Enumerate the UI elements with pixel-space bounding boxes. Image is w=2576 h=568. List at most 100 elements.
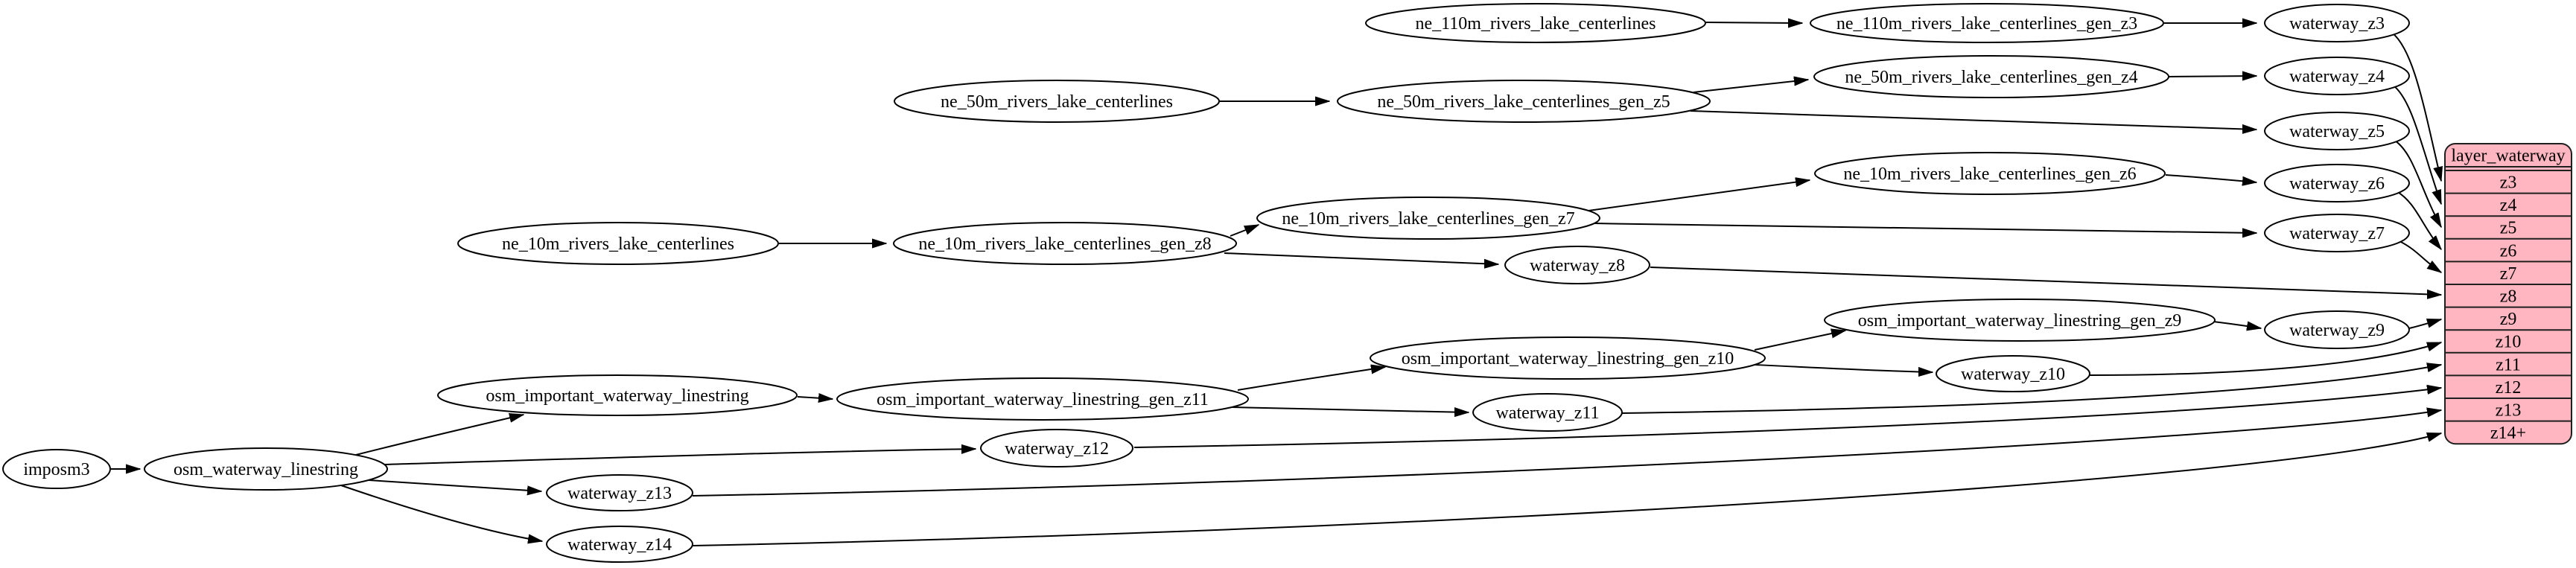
node-label: osm_important_waterway_linestring_gen_z1… [1402,349,1734,368]
node-label: ne_50m_rivers_lake_centerlines_gen_z4 [1845,68,2137,87]
node-ellipse [546,474,693,511]
node-ellipse [893,222,1237,265]
node-ellipse [836,377,1249,421]
node-waterway_z4: waterway_z4 [2264,57,2410,95]
edge-waterway_z11-to-layer_waterway-z11 [1621,365,2441,414]
edge-waterway_z4-to-layer_waterway-z4 [2393,85,2442,204]
record-row-z7: z7 [2500,264,2517,284]
edge-waterway_z3-to-layer_waterway-z3 [2391,32,2441,181]
record-row-z12: z12 [2496,378,2522,398]
node-label: waterway_z11 [1495,403,1599,423]
edge-osm_important_waterway_linestring-to-osm_important_waterway_linestring_gen_z11 [797,397,833,399]
node-ellipse [1365,3,1706,43]
node-label: waterway_z14 [567,535,672,555]
node-ne_110m_rivers_lake_centerlines: ne_110m_rivers_lake_centerlines [1365,3,1706,43]
node-label: waterway_z9 [2289,321,2385,340]
node-waterway_z8: waterway_z8 [1504,246,1650,284]
record-layer_waterway: layer_waterwayz3z4z5z6z7z8z9z10z11z12z13… [2444,143,2572,445]
record-row-z14+: z14+ [2490,424,2526,443]
edge-waterway_z9-to-layer_waterway-z9 [2408,319,2441,329]
edge-ne_50m_rivers_lake_centerlines_gen_z5-to-waterway_z5 [1690,110,2257,130]
edge-osm_important_waterway_linestring_gen_z9-to-waterway_z9 [2213,321,2261,328]
node-ellipse [546,526,693,563]
node-osm_important_waterway_linestring_gen_z9: osm_important_waterway_linestring_gen_z9 [1824,299,2216,342]
node-ellipse [457,222,779,265]
record-row-z4: z4 [2500,196,2517,215]
edge-waterway_z5-to-layer_waterway-z5 [2394,140,2442,227]
node-osm_important_waterway_linestring_gen_z11: osm_important_waterway_linestring_gen_z1… [836,377,1249,421]
edge-waterway_z6-to-layer_waterway-z6 [2396,191,2441,249]
node-label: waterway_z12 [1005,439,1109,459]
edge-waterway_z12-to-layer_waterway-z12 [1133,388,2441,448]
node-waterway_z6: waterway_z6 [2264,164,2410,202]
node-ellipse [1810,3,2164,43]
record-row-z10: z10 [2496,333,2522,352]
node-waterway_z9: waterway_z9 [2264,310,2410,349]
edge-ne_50m_rivers_lake_centerlines_gen_z5-to-ne_50m_rivers_lake_centerlines_gen_z4 [1693,80,1808,93]
node-ellipse [1824,299,2216,342]
node-ellipse [1370,336,1766,380]
node-ne_10m_rivers_lake_centerlines: ne_10m_rivers_lake_centerlines [457,222,779,265]
node-ellipse [2264,57,2410,95]
node-label: osm_important_waterway_linestring_gen_z9 [1858,311,2182,331]
node-label: waterway_z3 [2289,14,2385,33]
record-row-z3: z3 [2500,173,2517,192]
edge-osm_waterway_linestring-to-waterway_z12 [384,449,976,465]
node-label: ne_50m_rivers_lake_centerlines_gen_z5 [1377,92,1670,112]
edge-ne_10m_rivers_lake_centerlines_gen_z7-to-waterway_z7 [1594,223,2257,233]
node-ne_50m_rivers_lake_centerlines_gen_z4: ne_50m_rivers_lake_centerlines_gen_z4 [1813,55,2169,98]
node-label: ne_10m_rivers_lake_centerlines [502,234,734,254]
edge-waterway_z7-to-layer_waterway-z7 [2399,240,2441,272]
node-label: ne_10m_rivers_lake_centerlines_gen_z7 [1282,209,1574,229]
node-osm_important_waterway_linestring_gen_z10: osm_important_waterway_linestring_gen_z1… [1370,336,1766,380]
node-label: waterway_z8 [1530,256,1625,275]
node-waterway_z11: waterway_z11 [1472,393,1623,432]
edge-osm_waterway_linestring-to-waterway_z14 [340,485,542,541]
node-ellipse [2264,310,2410,349]
node-ellipse [1814,152,2166,195]
node-ne_50m_rivers_lake_centerlines: ne_50m_rivers_lake_centerlines [894,80,1220,123]
node-label: osm_important_waterway_linestring [486,386,748,406]
record-row-z6: z6 [2500,241,2517,261]
edge-waterway_z8-to-layer_waterway-z8 [1650,267,2441,295]
node-ne_50m_rivers_lake_centerlines_gen_z5: ne_50m_rivers_lake_centerlines_gen_z5 [1337,80,1711,123]
record-row-z13: z13 [2496,401,2522,420]
node-ne_10m_rivers_lake_centerlines_gen_z8: ne_10m_rivers_lake_centerlines_gen_z8 [893,222,1237,265]
node-ellipse [437,374,798,416]
node-ellipse [894,80,1220,123]
edge-ne_10m_rivers_lake_centerlines_gen_z8-to-waterway_z8 [1224,252,1498,264]
node-ne_110m_rivers_lake_centerlines_gen_z3: ne_110m_rivers_lake_centerlines_gen_z3 [1810,3,2164,43]
node-label: ne_10m_rivers_lake_centerlines_gen_z6 [1843,165,2136,184]
record-row-z5: z5 [2500,219,2517,238]
node-ellipse [980,429,1133,468]
node-label: ne_110m_rivers_lake_centerlines_gen_z3 [1836,14,2137,33]
record-row-z11: z11 [2496,355,2521,374]
record-row-z8: z8 [2500,287,2517,306]
node-label: waterway_z7 [2289,224,2385,243]
edge-waterway_z13-to-layer_waterway-z13 [692,410,2441,497]
node-ellipse [1936,355,2090,392]
node-label: imposm3 [23,460,89,479]
edge-osm_important_waterway_linestring_gen_z10-to-osm_important_waterway_linestring_gen_z9 [1754,331,1845,351]
node-waterway_z14: waterway_z14 [546,526,693,563]
node-waterway_z13: waterway_z13 [546,474,693,511]
edge-ne_50m_rivers_lake_centerlines_gen_z4-to-waterway_z4 [2167,76,2257,77]
record-outline [2444,143,2572,445]
node-waterway_z12: waterway_z12 [980,429,1133,468]
node-ellipse [2264,4,2410,42]
node-ne_10m_rivers_lake_centerlines_gen_z6: ne_10m_rivers_lake_centerlines_gen_z6 [1814,152,2166,195]
node-osm_waterway_linestring: osm_waterway_linestring [144,447,388,491]
edge-osm_important_waterway_linestring_gen_z11-to-osm_important_waterway_linestring_gen_z10 [1237,367,1385,391]
node-ellipse [144,447,388,491]
record-row-z9: z9 [2500,310,2517,329]
node-ne_10m_rivers_lake_centerlines_gen_z7: ne_10m_rivers_lake_centerlines_gen_z7 [1256,197,1600,240]
edge-waterway_z10-to-layer_waterway-z10 [2089,342,2441,376]
node-waterway_z3: waterway_z3 [2264,4,2410,42]
node-ellipse [2264,112,2410,150]
node-ellipse [2264,214,2410,252]
node-label: waterway_z6 [2289,174,2385,194]
node-label: waterway_z4 [2289,67,2385,86]
node-imposm3: imposm3 [2,449,111,489]
node-ellipse [1813,55,2169,98]
node-label: osm_waterway_linestring [174,460,358,479]
